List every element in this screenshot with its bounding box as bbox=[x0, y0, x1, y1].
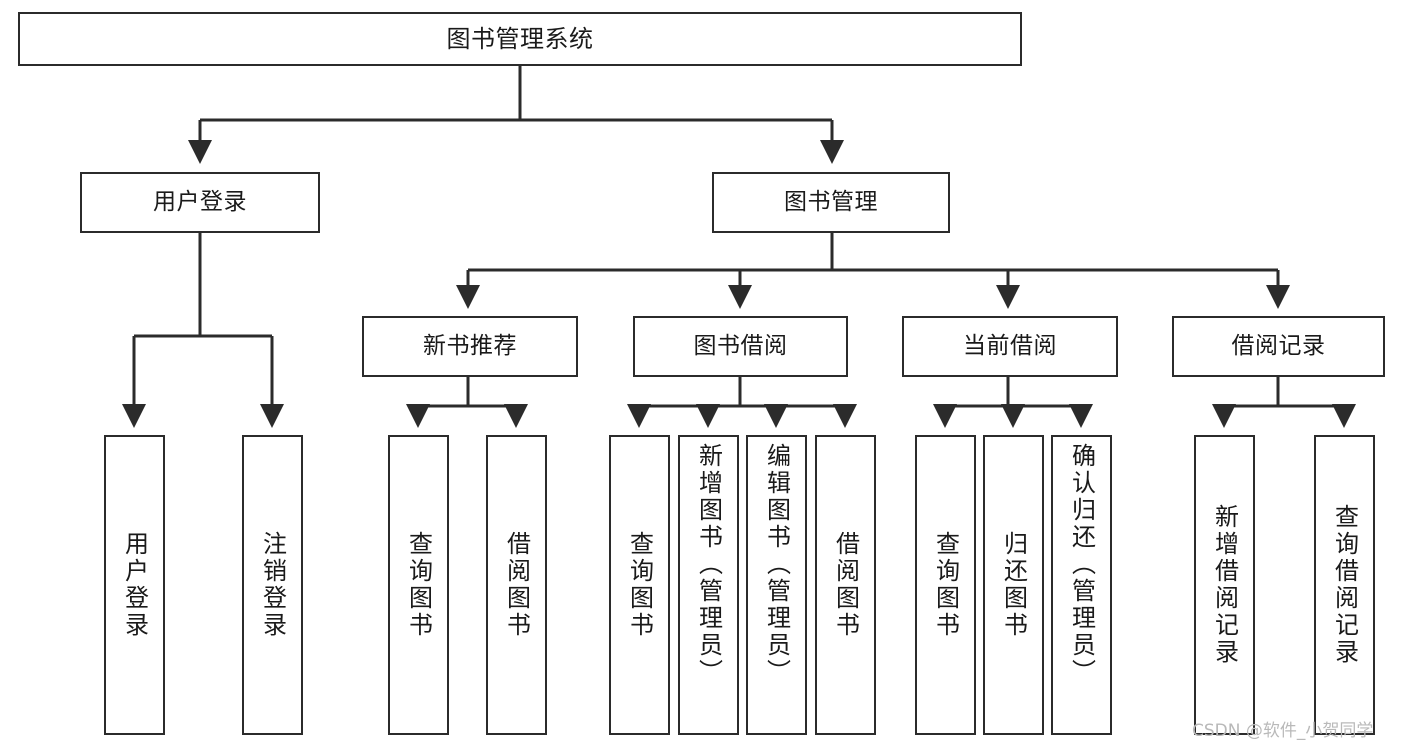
leaf-user-login-login[interactable]: 用户登录 bbox=[104, 435, 165, 735]
node-current-borrow[interactable]: 当前借阅 bbox=[902, 316, 1118, 377]
node-borrow-record[interactable]: 借阅记录 bbox=[1172, 316, 1385, 377]
node-label: 查询图书 bbox=[404, 531, 433, 639]
node-label: 注销登录 bbox=[258, 531, 287, 639]
node-book-management[interactable]: 图书管理 bbox=[712, 172, 950, 233]
node-label: 归还图书 bbox=[999, 531, 1028, 639]
leaf-new-book-borrow-book[interactable]: 借阅图书 bbox=[486, 435, 547, 735]
node-label: 图书管理 bbox=[784, 188, 878, 215]
node-label: 查询图书 bbox=[625, 531, 654, 639]
leaf-new-book-query-book[interactable]: 查询图书 bbox=[388, 435, 449, 735]
node-new-book-recommend[interactable]: 新书推荐 bbox=[362, 316, 578, 377]
node-label: 查询借阅记录 bbox=[1330, 504, 1359, 666]
node-label: 借阅图书 bbox=[831, 531, 860, 639]
node-label: 新增借阅记录 bbox=[1210, 504, 1239, 666]
leaf-record-query-borrow-record[interactable]: 查询借阅记录 bbox=[1314, 435, 1375, 735]
node-label: 编辑图书（管理员） bbox=[762, 443, 791, 686]
node-label: 图书管理系统 bbox=[446, 24, 594, 53]
leaf-borrow-borrow-book[interactable]: 借阅图书 bbox=[815, 435, 876, 735]
leaf-current-query-book[interactable]: 查询图书 bbox=[915, 435, 976, 735]
node-label: 借阅图书 bbox=[502, 531, 531, 639]
node-label: 确认归还（管理员） bbox=[1067, 443, 1096, 686]
leaf-current-confirm-return-admin[interactable]: 确认归还（管理员） bbox=[1051, 435, 1112, 735]
node-user-login[interactable]: 用户登录 bbox=[80, 172, 320, 233]
leaf-borrow-add-book-admin[interactable]: 新增图书（管理员） bbox=[678, 435, 739, 735]
node-label: 图书借阅 bbox=[693, 332, 788, 359]
leaf-current-return-book[interactable]: 归还图书 bbox=[983, 435, 1044, 735]
node-label: 查询图书 bbox=[931, 531, 960, 639]
node-label: 当前借阅 bbox=[963, 332, 1057, 359]
node-label: 新书推荐 bbox=[423, 332, 517, 359]
csdn-watermark: CSDN @软件_小贺同学 bbox=[1192, 721, 1374, 741]
node-label: 借阅记录 bbox=[1231, 332, 1326, 359]
node-book-borrow[interactable]: 图书借阅 bbox=[633, 316, 848, 377]
node-label: 用户登录 bbox=[120, 531, 149, 639]
node-book-management-system[interactable]: 图书管理系统 bbox=[18, 12, 1022, 66]
node-label: 新增图书（管理员） bbox=[694, 443, 723, 686]
node-label: 用户登录 bbox=[153, 188, 247, 215]
leaf-borrow-query-book[interactable]: 查询图书 bbox=[609, 435, 670, 735]
leaf-record-add-borrow-record[interactable]: 新增借阅记录 bbox=[1194, 435, 1255, 735]
leaf-user-login-logout[interactable]: 注销登录 bbox=[242, 435, 303, 735]
leaf-borrow-edit-book-admin[interactable]: 编辑图书（管理员） bbox=[746, 435, 807, 735]
